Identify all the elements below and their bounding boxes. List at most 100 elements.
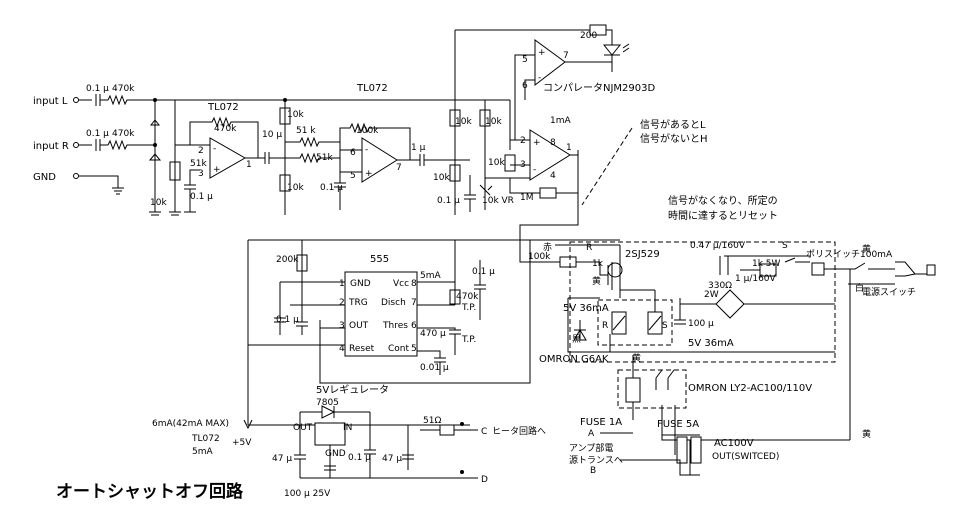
r-51k-a: 51k: [190, 159, 207, 169]
svg-text:1: 1: [246, 160, 252, 170]
r-10k-f: 10k: [488, 158, 505, 168]
svg-text:Disch: Disch: [381, 298, 406, 308]
svg-text:GND: GND: [350, 279, 371, 289]
heater: ヒータ回路へ: [492, 425, 546, 437]
svg-text:Vcc: Vcc: [393, 279, 409, 289]
reg-out: OUT: [293, 423, 313, 433]
relay-big-coil: [625, 377, 641, 403]
ac-section: 0.47 μ/160V S ポリスイッチ100mA 1k 5W 1 μ/160V…: [569, 241, 936, 476]
svg-text:2: 2: [520, 136, 526, 146]
tp1: T.P.: [461, 303, 476, 313]
relay-coil-b: 5V 36mA: [688, 338, 734, 349]
svg-text:5: 5: [411, 344, 417, 354]
ac-out: AC100V: [714, 438, 754, 449]
reset-note-2: 時間に達するとリセット: [668, 210, 778, 222]
r-relay-s: S: [662, 321, 668, 331]
svg-text:1: 1: [339, 279, 345, 289]
tl072-b-label: TL072: [356, 83, 388, 94]
c-1u160: 1 μ/160V: [735, 274, 777, 284]
color-shiro: 白: [855, 282, 864, 294]
ac-outlet-2: [690, 436, 702, 464]
svg-text:OUT: OUT: [349, 321, 369, 331]
r-51: 51Ω: [423, 416, 441, 426]
c-001: 0.01 μ: [420, 363, 449, 373]
r-10k-h: 10k: [433, 173, 450, 183]
input-section: input L input R GND 0.1 μ 470k 0.1 μ 470…: [33, 84, 175, 216]
c-01-e: 0.1 μ: [472, 267, 495, 277]
r-1ma: 1mA: [550, 116, 571, 126]
comparator-1: [529, 129, 571, 181]
op-amp-2: [361, 137, 398, 183]
r-470k-t: 470k: [456, 292, 479, 302]
fet-relay-drive: 2SJ529 赤 R 100k 1k 黄 5V 36mA R S 黒 OMRON…: [519, 240, 836, 365]
svg-text:1: 1: [566, 143, 572, 153]
r-1m: 1M: [520, 193, 534, 203]
svg-text:7: 7: [411, 298, 417, 308]
input-r-terminal: [73, 142, 79, 148]
i-6ma: 6mA(42mA MAX): [152, 419, 229, 429]
reg-gnd: GND: [325, 449, 346, 459]
gnd-label: GND: [33, 172, 56, 183]
svg-text:-: -: [213, 144, 216, 154]
c-01-c: 0.1 μ: [437, 196, 460, 206]
vr: 10k VR: [482, 196, 514, 206]
color-ki-b: 黄: [862, 243, 871, 255]
c-100-25: 100 μ 25V: [284, 489, 331, 499]
r-200k: 200k: [276, 255, 299, 265]
gnd-terminal: [73, 173, 79, 179]
r-1k: 1k: [592, 259, 604, 269]
pt-c: C: [481, 427, 487, 437]
svg-text:3: 3: [198, 169, 204, 179]
svg-text:8: 8: [550, 138, 556, 148]
c-047: 0.47 μ/160V: [690, 241, 746, 251]
c-in-l: 0.1 μ: [86, 84, 109, 94]
reg-in: IN: [343, 423, 352, 433]
svg-text:4: 4: [550, 171, 556, 181]
r-2w: 2W: [704, 290, 719, 300]
page-title: オートシャットオフ回路: [56, 481, 244, 502]
r-330: 330Ω: [708, 281, 732, 291]
c-01-b: 0.1 μ: [320, 183, 343, 193]
input-l-label: input L: [33, 96, 68, 107]
c-100u: 100 μ: [688, 319, 714, 329]
c-01-a: 0.1 μ: [190, 192, 213, 202]
svg-text:+: +: [533, 138, 541, 148]
v-5v: +5V: [232, 438, 252, 448]
tl072-a-label: TL072: [207, 102, 239, 113]
main-switch: 電源スイッチ: [862, 287, 916, 298]
color-kuro: 黒: [572, 334, 581, 345]
c-10u: 10 μ: [262, 130, 282, 140]
svg-text:7: 7: [563, 51, 569, 61]
svg-text:-: -: [533, 165, 536, 175]
timer-label: 555: [370, 254, 389, 265]
c-1u: 1 μ: [411, 143, 426, 153]
i-tl072: TL072: [191, 434, 220, 444]
svg-text:-: -: [365, 145, 368, 155]
svg-text:7: 7: [396, 163, 402, 173]
tl072-amp: TL072 10k 10k 51 k 51k 0.1 μ - + 6 5 7 1…: [175, 83, 455, 215]
polyswitch: ポリスイッチ100mA: [806, 249, 893, 260]
relay-big-box: [617, 369, 687, 409]
regulator-ic: [314, 422, 346, 446]
r-10k-d: 10k: [455, 117, 472, 127]
input-r-label: input R: [33, 141, 69, 152]
color-ki-c: 黄: [632, 352, 641, 364]
svg-text:+: +: [365, 169, 373, 179]
c-01f: 0.1 μ: [348, 453, 371, 463]
timer-555: 555 GND Vcc TRG Disch OUT Thres Reset Co…: [247, 239, 620, 425]
svg-text:Reset: Reset: [349, 344, 375, 354]
r-51k-b: 51 k: [296, 126, 316, 136]
tp2: T.P.: [461, 335, 476, 345]
svg-text:2: 2: [339, 298, 345, 308]
relay-big-label: OMRON LY2-AC100/110V: [688, 383, 812, 394]
input-l-terminal: [73, 97, 79, 103]
amp-trans2: 源トランスへ: [569, 455, 623, 466]
svg-text:+: +: [213, 165, 221, 175]
c-47b: 47 μ: [382, 454, 402, 464]
pt-b: B: [590, 466, 596, 476]
r-relay-r: R: [602, 321, 608, 331]
timer-ic: [344, 271, 418, 357]
svg-text:2: 2: [198, 146, 204, 156]
ac-out2: OUT(SWITCED): [712, 452, 779, 462]
c-47a: 47 μ: [272, 454, 292, 464]
